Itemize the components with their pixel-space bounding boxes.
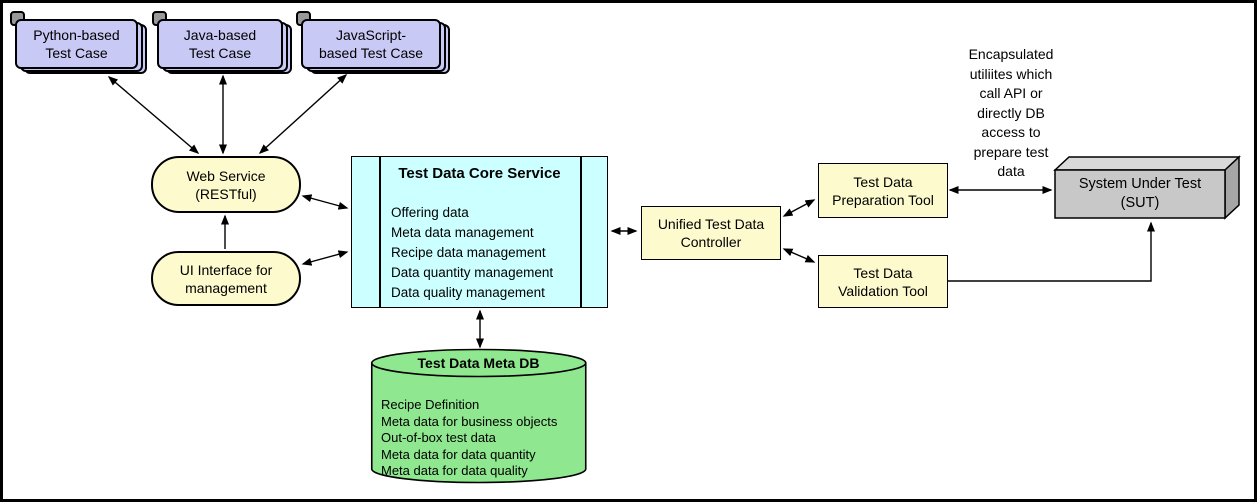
- preparation-tool-node: Test Data Preparation Tool: [818, 163, 948, 218]
- controller-node: Unified Test Data Controller: [641, 206, 781, 260]
- meta-db-items: Recipe Definition Meta data for business…: [381, 397, 558, 478]
- test-case-java: Java-based Test Case: [152, 11, 298, 77]
- test-case-python: Python-based Test Case: [10, 11, 152, 77]
- arrow-ui-core: [301, 250, 349, 266]
- validation-tool-label: Test Data Validation Tool: [838, 264, 928, 299]
- test-case-python-label: Python-based Test Case: [33, 27, 120, 61]
- arrow-controller-validation: [782, 248, 816, 263]
- controller-label: Unified Test Data Controller: [657, 216, 765, 250]
- core-service-items: Offering data Meta data management Recip…: [391, 205, 554, 300]
- arrow-javascript-webservice: [258, 73, 348, 155]
- web-service-label: Web Service (RESTful): [186, 167, 266, 202]
- arrow-webservice-core: [301, 194, 349, 210]
- sut-box: [1053, 155, 1241, 220]
- arrow-python-webservice: [107, 76, 200, 154]
- test-case-javascript-label: JavaScript- based Test Case: [318, 27, 424, 61]
- test-case-java-label: Java-based Test Case: [183, 27, 257, 61]
- ui-interface-node: UI Interface for management: [151, 251, 301, 306]
- annotation-text: Encapsulated utiliites which call API or…: [968, 46, 1054, 179]
- diagram-graphics: [107, 73, 1241, 484]
- arrow-controller-preparation: [782, 199, 816, 217]
- test-case-javascript: JavaScript- based Test Case: [296, 11, 456, 77]
- core-left-divider: [379, 157, 381, 307]
- sut-label: System Under Test (SUT): [1078, 176, 1202, 211]
- preparation-tool-label: Test Data Preparation Tool: [832, 173, 934, 208]
- validation-tool-node: Test Data Validation Tool: [818, 255, 948, 308]
- web-service-node: Web Service (RESTful): [151, 156, 301, 213]
- meta-db-cylinder: [370, 348, 587, 484]
- arrow-validation-sut: [947, 221, 1155, 282]
- core-service-title: Test Data Core Service: [398, 165, 561, 182]
- core-service-node: Test Data Core Service Offering data Met…: [351, 156, 608, 308]
- meta-db-title: Test Data Meta DB: [417, 355, 540, 371]
- core-right-divider: [580, 157, 582, 307]
- ui-interface-label: UI Interface for management: [179, 261, 273, 296]
